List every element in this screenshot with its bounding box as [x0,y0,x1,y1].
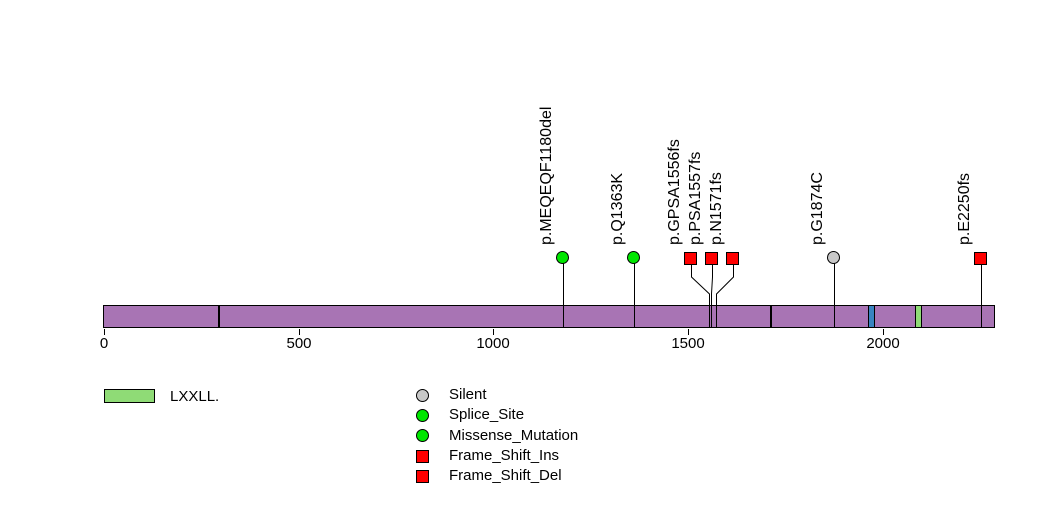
legend-square-icon [416,449,429,463]
protein-bar-separator [770,305,772,328]
legend-circle-icon [416,408,429,422]
mutation-marker [827,251,840,264]
legend-row: Splice_Site [415,405,578,425]
legend-square-icon [416,469,429,483]
axis-tick [299,329,301,335]
axis-tick [493,329,495,335]
mutation-marker [726,252,739,265]
mutation-label: p.PSA1557fs [687,151,704,245]
legend-label: Frame_Shift_Del [449,467,562,485]
mutation-legend: Silent Splice_Site Missense_Mutation Fra… [415,385,578,486]
domain-legend-label: LXXLL. [170,388,220,405]
axis-tick-label: 1500 [671,335,705,352]
legend-circle-icon [416,388,429,402]
protein-bar-separator [218,305,220,328]
mutation-label: p.E2250fs [956,172,973,245]
motif-lxxll [915,305,922,328]
legend-label: Missense_Mutation [449,426,579,444]
axis-tick-label: 2000 [866,335,900,352]
motif-stripe [868,305,875,328]
domain-legend-swatch [104,389,155,403]
mutation-marker [974,252,987,265]
mutation-marker [684,252,697,265]
mutation-label: p.Q1363K [609,172,626,245]
legend-circle-icon [416,429,429,443]
legend-row: Missense_Mutation [415,426,578,446]
mutation-label: p.MEQEQF1180del [538,106,555,245]
protein-bar [103,305,995,328]
mutation-marker [705,252,718,265]
axis-tick-label: 1000 [476,335,510,352]
mutation-marker [627,251,640,264]
axis-tick [883,329,885,335]
legend-row: Silent [415,385,578,405]
mutation-marker [556,251,569,264]
axis-tick [104,329,106,335]
mutation-label: p.GPSA1556fs [666,139,683,245]
legend-label: Silent [449,386,487,404]
legend-label: Frame_Shift_Ins [449,447,560,465]
legend-label: Splice_Site [449,406,525,424]
mutation-label: p.N1571fs [708,172,725,245]
axis-tick [688,329,690,335]
mutation-label: p.G1874C [809,172,826,245]
axis-tick-label: 500 [286,335,312,352]
legend-row: Frame_Shift_Del [415,466,578,486]
axis-tick-label: 0 [99,335,109,352]
legend-row: Frame_Shift_Ins [415,446,578,466]
